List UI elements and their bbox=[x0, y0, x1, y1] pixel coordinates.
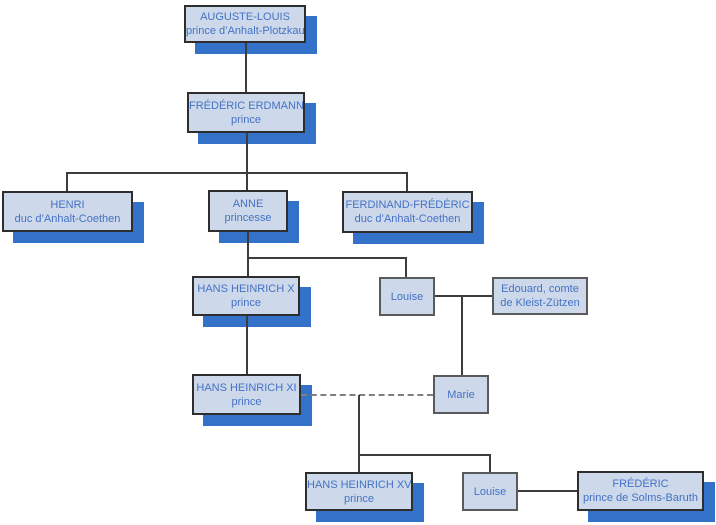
person-title: prince bbox=[231, 297, 261, 309]
connector-line bbox=[406, 172, 408, 191]
node-henri[interactable]: HENRI duc d’Anhalt-Coethen bbox=[2, 191, 133, 232]
connector-line bbox=[247, 257, 407, 259]
connector-line bbox=[246, 316, 248, 374]
connector-line bbox=[247, 232, 249, 276]
person-name: Louise bbox=[390, 290, 424, 303]
person-name: HENRI bbox=[50, 198, 85, 211]
person-title: princesse bbox=[224, 212, 272, 224]
person-name: ANNE bbox=[232, 198, 264, 210]
person-title: prince bbox=[231, 395, 262, 408]
connector-line bbox=[246, 133, 248, 190]
node-ferdinand-frederic[interactable]: FERDINAND-FRÉDÉRIC duc d’Anhalt-Coethen bbox=[342, 191, 473, 233]
node-frederic-solms[interactable]: FRÉDÉRIC prince de Solms-Baruth bbox=[577, 471, 704, 511]
person-name: HANS HEINRICH X bbox=[197, 283, 295, 295]
person-name: Louise bbox=[473, 485, 507, 498]
person-title: prince d’Anhalt-Plotzkau bbox=[186, 25, 305, 37]
connector-line bbox=[358, 454, 491, 456]
person-name: Edouard, comte bbox=[501, 283, 579, 295]
marriage-line bbox=[435, 295, 492, 297]
node-auguste-louis[interactable]: AUGUSTE-LOUIS prince d’Anhalt-Plotzkau bbox=[184, 5, 306, 43]
node-anne[interactable]: ANNE princesse bbox=[208, 190, 288, 232]
connector-line bbox=[489, 454, 491, 472]
person-title: duc d’Anhalt-Coethen bbox=[14, 212, 121, 225]
person-title: prince bbox=[344, 492, 374, 505]
person-name: FERDINAND-FRÉDÉRIC bbox=[345, 199, 470, 211]
node-hans-heinrich-x[interactable]: HANS HEINRICH X prince bbox=[192, 276, 300, 316]
dashed-marriage-line bbox=[301, 394, 433, 396]
person-name: HANS HEINRICH XI bbox=[196, 381, 297, 394]
connector-line bbox=[461, 295, 463, 375]
person-name: FRÉDÉRIC bbox=[612, 478, 669, 490]
person-title: prince de Solms-Baruth bbox=[583, 492, 698, 504]
person-name: FRÉDÉRIC ERDMANN bbox=[189, 99, 304, 112]
connector-line bbox=[66, 172, 68, 191]
connector-line bbox=[66, 172, 408, 174]
person-title: duc d’Anhalt-Coethen bbox=[354, 213, 461, 225]
node-louise-solms[interactable]: Louise bbox=[462, 472, 518, 511]
person-name: HANS HEINRICH XV bbox=[307, 478, 412, 491]
person-title: de Kleist-Zützen bbox=[500, 297, 580, 309]
person-name: Marie bbox=[447, 388, 475, 401]
node-louise-kleist[interactable]: Louise bbox=[379, 277, 435, 316]
connector-line bbox=[245, 43, 247, 92]
node-edouard[interactable]: Edouard, comte de Kleist-Zützen bbox=[492, 277, 588, 315]
node-marie[interactable]: Marie bbox=[433, 375, 489, 414]
marriage-line bbox=[518, 490, 577, 492]
person-name: AUGUSTE-LOUIS bbox=[200, 11, 290, 23]
person-title: prince bbox=[231, 113, 261, 126]
connector-line bbox=[358, 395, 360, 472]
connector-line bbox=[405, 257, 407, 277]
node-hans-heinrich-xi[interactable]: HANS HEINRICH XI prince bbox=[192, 374, 301, 415]
node-hans-heinrich-xv[interactable]: HANS HEINRICH XV prince bbox=[305, 472, 413, 511]
node-frederic-erdmann[interactable]: FRÉDÉRIC ERDMANN prince bbox=[187, 92, 305, 133]
